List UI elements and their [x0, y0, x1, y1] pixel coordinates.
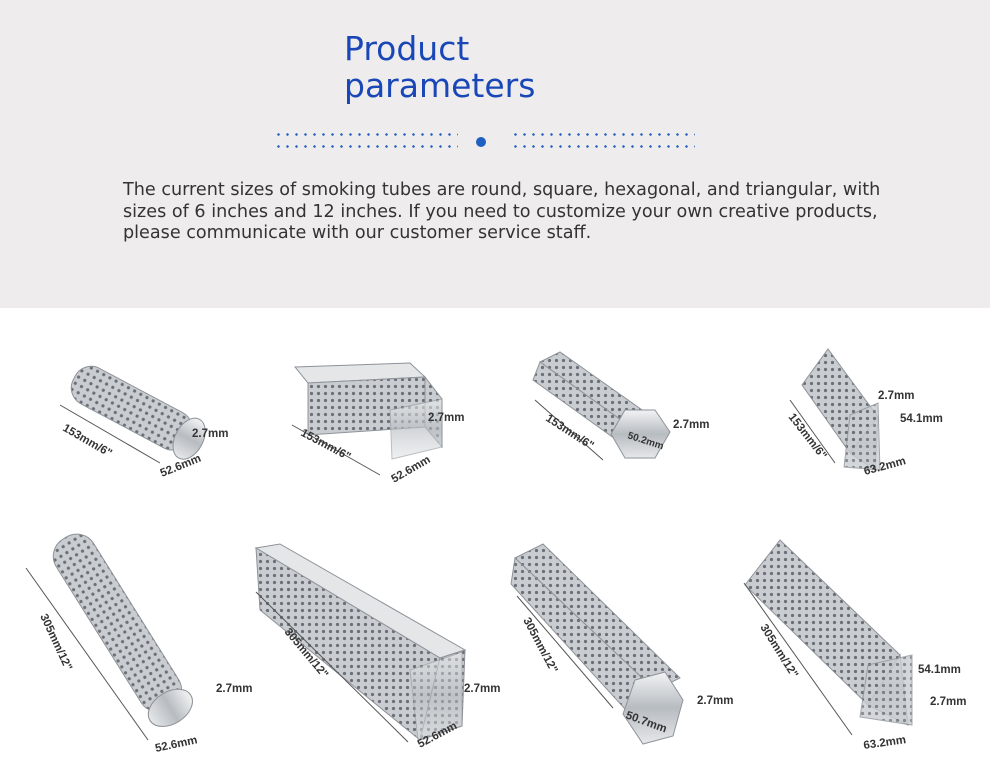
- dim-width: 52.6mm: [154, 734, 198, 755]
- dim-thickness: 2.7mm: [673, 419, 709, 431]
- dim-thickness: 2.7mm: [192, 428, 228, 440]
- dim-thickness: 2.7mm: [216, 683, 252, 695]
- product-triangular-12in: 305mm/12" 54.1mm 2.7mm 63.2mm: [740, 535, 990, 765]
- dim-length: 153mm/6": [786, 411, 829, 461]
- dim-thickness: 2.7mm: [697, 695, 733, 707]
- dim-height: 54.1mm: [918, 664, 961, 676]
- title-line-1: Product: [344, 29, 470, 68]
- header-panel: [0, 0, 990, 308]
- dim-length: 305mm/12": [37, 612, 74, 672]
- product-round-6in: 153mm/6" 2.7mm 52.6mm: [40, 345, 250, 495]
- dim-thickness: 2.7mm: [930, 696, 966, 708]
- product-round-12in: 305mm/12" 2.7mm 52.6mm: [18, 530, 258, 760]
- product-square-6in: 153mm/6" 2.7mm 52.6mm: [280, 355, 490, 495]
- dim-width: 63.2mm: [863, 734, 907, 752]
- dim-length: 153mm/6": [61, 422, 114, 460]
- dots-divider-right: [511, 132, 695, 152]
- product-triangular-6in: 153mm/6" 2.7mm 54.1mm 63.2mm: [780, 345, 990, 495]
- title-line-2: parameters: [344, 66, 536, 105]
- divider-center-dot: [476, 137, 486, 147]
- product-hexagonal-6in: 153mm/6" 2.7mm 50.2mm: [525, 350, 735, 490]
- description-text: The current sizes of smoking tubes are r…: [123, 180, 881, 243]
- product-hexagonal-12in: 305mm/12" 2.7mm 50.7mm: [505, 540, 745, 760]
- product-square-12in: 305mm/12" 2.7mm 52.6mm: [250, 530, 510, 760]
- page-title: Product parameters: [344, 30, 535, 104]
- dim-thickness: 2.7mm: [464, 683, 500, 695]
- dim-thickness: 2.7mm: [878, 390, 914, 402]
- dim-thickness: 2.7mm: [428, 412, 464, 424]
- dots-divider-left: [274, 132, 458, 152]
- dim-height: 54.1mm: [900, 413, 943, 425]
